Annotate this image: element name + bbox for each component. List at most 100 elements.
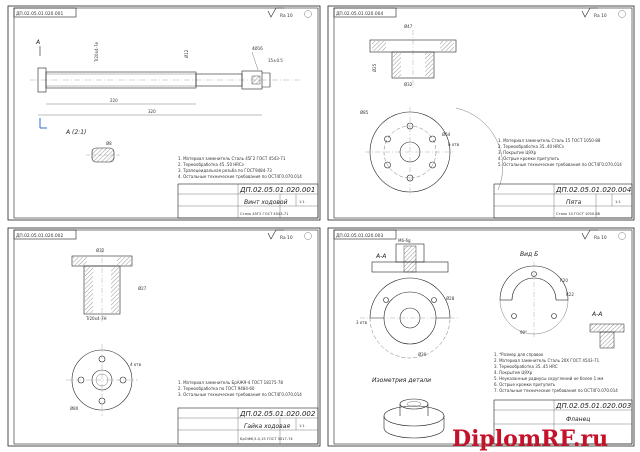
svg-text:1:1: 1:1 (299, 200, 305, 204)
sheet-1: ДП.02.05.01.020.001 Ra 10 А (7, 5, 321, 221)
svg-text:5. Остальные технические требо: 5. Остальные технические требования по О… (498, 162, 622, 167)
svg-text:Ø32: Ø32 (96, 248, 105, 253)
svg-text:Гайка ходовая: Гайка ходовая (244, 423, 290, 430)
dim-thread: Tr20x4-7e (94, 42, 99, 63)
sheet-2-roughness-mark: Ra 10 (581, 7, 626, 19)
svg-text:1. Материал заменитель Сталь 4: 1. Материал заменитель Сталь 45Г2 ГОСТ 4… (178, 156, 286, 161)
svg-text:Ø47: Ø47 (404, 24, 413, 29)
svg-text:Изометрия детали: Изометрия детали (372, 377, 431, 384)
svg-text:Ø28: Ø28 (446, 296, 455, 301)
svg-text:Ø25: Ø25 (372, 63, 377, 72)
svg-text:Tr20x4-7H: Tr20x4-7H (85, 316, 107, 321)
svg-text:4. Острые кромки притупить: 4. Острые кромки притупить (498, 156, 560, 161)
flange-view-b: Вид Б R20 R22 90° (499, 251, 574, 338)
sheet-4-notes: 1. *Размер для справок 2. Материал замен… (494, 352, 618, 393)
svg-text:Ø80: Ø80 (70, 406, 79, 411)
sheet-2-stamp-code: ДП.02.05.01.020.004 (333, 7, 397, 18)
dim-offset: 15±0.5 (268, 58, 283, 63)
dim-holes: 4Ø16 (252, 46, 263, 51)
svg-text:Ø32: Ø32 (404, 82, 413, 87)
svg-text:ДП.02.05.01.020.002: ДП.02.05.01.020.002 (239, 410, 316, 418)
svg-text:Пята: Пята (566, 199, 582, 206)
dim-length-220: 220 (110, 98, 118, 103)
svg-text:1:1: 1:1 (615, 200, 621, 204)
svg-text:Сталь 10 ГОСТ 1050-88: Сталь 10 ГОСТ 1050-88 (556, 212, 601, 216)
sheet-4: ДП.02.05.01.020.003 Ra 10 M6-6g А-А Ø28 … (327, 227, 635, 447)
sheet-1-section-marker-top: А (35, 39, 41, 56)
dim-diam-12: Ø12 (184, 49, 189, 58)
svg-text:ДП.02.05.01.020.001: ДП.02.05.01.020.001 (239, 186, 315, 194)
sheet-1-stamp-code: ДП.02.05.01.020.001 (13, 7, 77, 18)
svg-text:Ra 10: Ra 10 (594, 13, 607, 19)
svg-text:1. Материал заменитель БрАЖ9-4: 1. Материал заменитель БрАЖ9-4 ГОСТ 1817… (178, 380, 283, 385)
svg-text:Ø85: Ø85 (360, 110, 369, 115)
svg-text:6. Острые кромки притупить: 6. Острые кромки притупить (494, 382, 556, 387)
svg-text:1. Материал заменитель Сталь 1: 1. Материал заменитель Сталь 15 ГОСТ 105… (498, 138, 601, 143)
sheet-1-roughness-mark: Ra 10 (267, 7, 312, 19)
sheet-4-stamp-code: ДП.02.05.01.020.003 (333, 229, 397, 240)
svg-text:Винт ходовой: Винт ходовой (244, 199, 288, 206)
svg-text:БрОФ6,5-0,15 ГОСТ 5017-74: БрОФ6,5-0,15 ГОСТ 5017-74 (240, 437, 293, 441)
flange-top-view: Ø28 3 отв Ø30 (356, 277, 460, 359)
sheet-3-title-block: ДП.02.05.01.020.002 Гайка ходовая БрОФ6,… (177, 407, 319, 445)
svg-text:6 отв: 6 отв (448, 142, 460, 147)
svg-text:Ø30: Ø30 (418, 352, 427, 357)
svg-text:ДП.02.05.01.020.003: ДП.02.05.01.020.003 (336, 233, 383, 239)
sheet-3-roughness-mark: Ra 10 (267, 229, 312, 241)
svg-text:Ø64: Ø64 (442, 132, 451, 137)
svg-text:Ra 10: Ra 10 (280, 13, 293, 19)
thrust-plate-top-view: Ø64 6 отв Ø85 (360, 107, 503, 197)
svg-text:А-А: А-А (375, 253, 386, 260)
svg-text:1. *Размер для справок: 1. *Размер для справок (494, 352, 544, 357)
lead-nut-top-view: 4 отв Ø80 (66, 344, 142, 416)
sheet-1-title-block: ДП.02.05.01.020.001 Винт ходовой Сталь 4… (177, 183, 319, 219)
sheet-4-roughness-mark: Ra 10 (581, 229, 626, 241)
svg-text:3. Остальные технические требо: 3. Остальные технические требования по О… (178, 392, 302, 397)
svg-text:5. Неуказанные радиусы скругле: 5. Неуказанные радиусы скруглений не бол… (494, 376, 603, 381)
flange-isometric: Изометрия детали (372, 377, 445, 439)
flange-front-view: M6-6g А-А (371, 238, 449, 273)
lead-screw-drawing: 220 320 Tr20x4-7e Ø12 4Ø16 15±0.5 (30, 42, 300, 116)
sheet-2-notes: 1. Материал заменитель Сталь 15 ГОСТ 105… (498, 138, 622, 167)
svg-text:Ø8: Ø8 (106, 141, 112, 146)
svg-text:ДП.02.05.01.020.003: ДП.02.05.01.020.003 (555, 402, 631, 410)
dim-length-320: 320 (148, 109, 156, 114)
sheet-1-notes: 1. Материал заменитель Сталь 45Г2 ГОСТ 4… (178, 156, 302, 179)
svg-text:90°: 90° (520, 330, 527, 335)
svg-text:R22: R22 (566, 292, 574, 297)
sheet-2-title-block: ДП.02.05.01.020.004 Пята Сталь 10 ГОСТ 1… (493, 183, 633, 219)
svg-text:ДП.02.05.01.020.001: ДП.02.05.01.020.001 (16, 11, 63, 17)
section-view-a: А (2:1) Ø8 (65, 129, 120, 163)
sheet-1-section-marker-bottom (39, 118, 47, 129)
svg-text:Ra 10: Ra 10 (280, 235, 293, 241)
svg-text:Фланец: Фланец (566, 416, 590, 423)
svg-text:R20: R20 (560, 278, 568, 283)
svg-text:1:1: 1:1 (299, 424, 305, 428)
svg-text:3. Покрытие Ц9Хр: 3. Покрытие Ц9Хр (498, 150, 537, 155)
sheet-3: ДП.02.05.01.020.002 Ra 10 Tr20x4-7H Ø32 … (7, 227, 321, 447)
svg-text:7. Остальные технические требо: 7. Остальные технические требования по О… (494, 388, 618, 393)
flange-section-aa: А-А (589, 311, 625, 349)
svg-text:2. Термообработка 35..40 HRCэ: 2. Термообработка 35..40 HRCэ (498, 144, 564, 149)
svg-text:Ra 10: Ra 10 (594, 235, 607, 241)
svg-text:А-А: А-А (591, 311, 602, 318)
svg-text:ДП.02.05.01.020.004: ДП.02.05.01.020.004 (336, 11, 383, 17)
sheet-3-stamp-code: ДП.02.05.01.020.002 (13, 229, 77, 240)
svg-text:4 отв: 4 отв (130, 362, 142, 367)
site-watermark[interactable]: DiplomRF.ru (452, 426, 608, 452)
sheet-2: ДП.02.05.01.020.004 Ra 10 Ø47 Ø32 Ø25 (327, 5, 635, 221)
thrust-plate-section: Ø47 Ø32 Ø25 (369, 24, 457, 90)
svg-text:3. Термообработка 35..45 HRC: 3. Термообработка 35..45 HRC (494, 364, 558, 369)
svg-text:Сталь 45Г2 ГОСТ 4543-71: Сталь 45Г2 ГОСТ 4543-71 (240, 212, 288, 216)
svg-text:А: А (35, 39, 40, 46)
svg-text:ДП.02.05.01.020.004: ДП.02.05.01.020.004 (555, 186, 631, 194)
svg-text:ДП.02.05.01.020.002: ДП.02.05.01.020.002 (16, 233, 63, 239)
svg-text:2. Материал заменитель Сталь 2: 2. Материал заменитель Сталь 20Х ГОСТ 45… (494, 358, 600, 363)
svg-text:Вид Б: Вид Б (520, 251, 538, 258)
svg-text:А (2:1): А (2:1) (65, 129, 86, 136)
svg-text:2. Термообработка 45..50 HRCэ: 2. Термообработка 45..50 HRCэ (178, 162, 244, 167)
svg-text:M6-6g: M6-6g (398, 238, 411, 243)
sheet-4-title-block: ДП.02.05.01.020.003 Фланец (493, 399, 633, 445)
svg-text:3 отв: 3 отв (356, 320, 368, 325)
svg-text:2. Термообработка по ГОСТ 9484: 2. Термообработка по ГОСТ 9484-60 (178, 386, 255, 391)
